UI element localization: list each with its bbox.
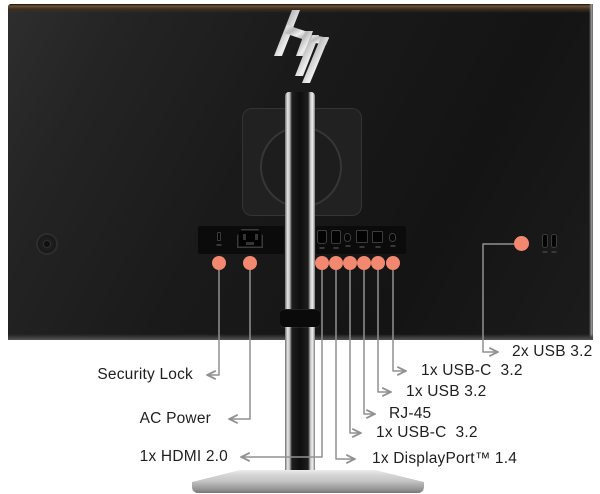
hdmi-port-icon — [317, 230, 327, 244]
osd-control-button — [43, 240, 51, 248]
stand-base-front — [192, 482, 424, 493]
side-usb-port-icon — [551, 234, 557, 248]
label-ac-power: AC Power — [139, 410, 211, 427]
callout-dot-security-lock — [212, 256, 226, 270]
callout-dot-usb-c-2 — [386, 256, 400, 270]
stand-column — [285, 92, 315, 476]
displayport-port-icon — [331, 230, 341, 244]
ac-pin-ground — [246, 242, 254, 245]
top-bronze-accent — [8, 4, 593, 13]
side-usb-port-icon — [542, 234, 548, 248]
callout-dot-usb-a — [371, 256, 385, 270]
usb-a-port-icon — [372, 231, 383, 243]
label-security-lock: Security Lock — [97, 366, 193, 383]
callout-dot-side-usb — [514, 236, 529, 251]
callout-dot-displayport — [329, 256, 343, 270]
label-usb-c-lower: 1x USB-C 3.2 — [376, 424, 478, 441]
rj45-port-icon — [356, 230, 368, 243]
callout-dot-rj45 — [357, 256, 371, 270]
ac-pin-right — [255, 234, 258, 240]
label-hdmi: 1x HDMI 2.0 — [139, 448, 228, 465]
label-displayport: 1x DisplayPort™ 1.4 — [372, 450, 518, 467]
label-usb-a: 1x USB 3.2 — [406, 383, 487, 400]
hp-logo-icon — [274, 10, 329, 83]
usb-c-port-icon — [344, 233, 351, 242]
callout-dot-ac-power — [243, 256, 257, 270]
label-usb-side: 2x USB 3.2 — [512, 343, 593, 360]
label-usb-c-upper: 1x USB-C 3.2 — [421, 362, 523, 379]
ac-pin-left — [243, 234, 246, 240]
callout-dot-hdmi — [315, 256, 329, 270]
cable-clip — [280, 309, 320, 327]
security-lock-slot-icon — [217, 232, 221, 241]
label-rj45: RJ-45 — [389, 405, 432, 422]
right-silver-edge — [589, 4, 593, 340]
stand-base-top — [192, 470, 424, 482]
callout-dot-usb-c — [343, 256, 357, 270]
ac-power-inlet-icon — [237, 229, 263, 248]
usb-c-port-icon — [389, 233, 396, 242]
